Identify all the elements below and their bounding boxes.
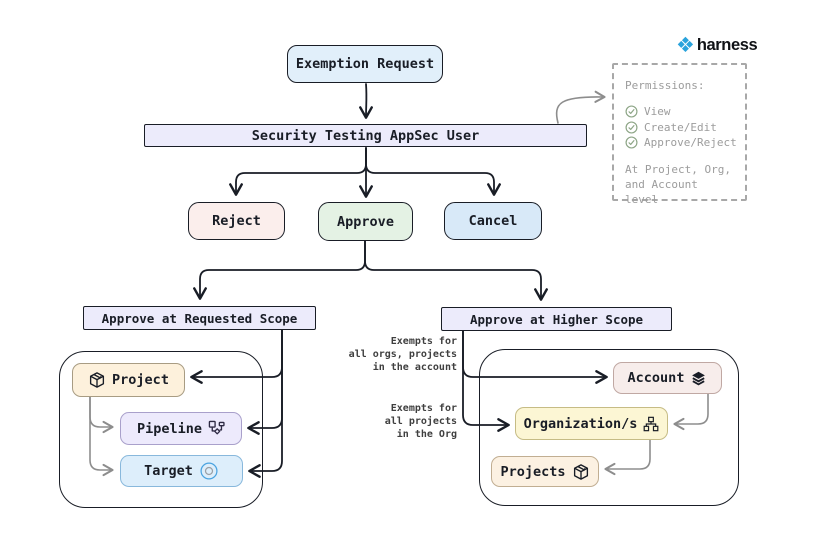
org-chart-icon bbox=[643, 416, 659, 431]
permission-item-label: Create/Edit bbox=[644, 120, 717, 134]
check-circle-icon bbox=[625, 105, 638, 118]
org-scope-note: Exempts for all projects in the Org bbox=[384, 403, 457, 440]
pipeline-node: Pipeline bbox=[120, 412, 242, 445]
harness-logo: ❖ harness bbox=[676, 33, 758, 57]
permissions-footer: At Project, Org, and Account level bbox=[625, 162, 731, 206]
reject-node: Reject bbox=[188, 202, 285, 240]
permission-item-view: View bbox=[625, 104, 737, 120]
target-icon bbox=[200, 462, 218, 480]
project-node: Project bbox=[72, 363, 185, 397]
permission-item-label: Approve/Reject bbox=[644, 136, 737, 149]
cancel-label: Cancel bbox=[468, 213, 518, 229]
permission-item-create-edit: Create/Edit bbox=[625, 120, 737, 136]
projects-label: Projects bbox=[500, 463, 566, 480]
target-label: Target bbox=[144, 463, 193, 479]
higher-scope-container bbox=[479, 349, 739, 506]
requested-scope-title: Approve at Requested Scope bbox=[101, 310, 298, 326]
check-circle-icon bbox=[625, 121, 638, 134]
cube-icon bbox=[89, 372, 105, 388]
account-label: Account bbox=[627, 370, 685, 386]
higher-scope-title: Approve at Higher Scope bbox=[469, 311, 644, 327]
permission-item-label: View bbox=[644, 105, 671, 118]
exemption-request-node: Exemption Request bbox=[287, 45, 443, 83]
approve-label: Approve bbox=[337, 213, 394, 230]
layers-icon bbox=[692, 371, 706, 385]
cancel-node: Cancel bbox=[444, 202, 542, 240]
cube-icon bbox=[573, 463, 588, 480]
organization-node: Organization/s bbox=[515, 407, 668, 440]
pipeline-label: Pipeline bbox=[136, 420, 203, 437]
account-node: Account bbox=[613, 362, 722, 394]
exemption-request-label: Exemption Request bbox=[295, 56, 435, 72]
appsec-user-label: Security Testing AppSec User bbox=[251, 127, 480, 144]
target-node: Target bbox=[120, 455, 243, 487]
higher-scope-header: Approve at Higher Scope bbox=[441, 307, 672, 331]
harness-logo-text: harness bbox=[696, 36, 758, 54]
check-circle-icon bbox=[625, 136, 638, 149]
account-scope-note: Exempts for all orgs, projects in the ac… bbox=[348, 336, 457, 373]
approve-node: Approve bbox=[318, 202, 413, 241]
permissions-title: Permissions: bbox=[625, 79, 705, 92]
requested-scope-header: Approve at Requested Scope bbox=[83, 306, 316, 330]
pipeline-icon bbox=[208, 420, 225, 435]
projects-node: Projects bbox=[491, 456, 599, 487]
harness-logo-icon: ❖ bbox=[676, 33, 695, 57]
organization-label: Organization/s bbox=[523, 415, 638, 432]
appsec-user-node: Security Testing AppSec User bbox=[144, 124, 587, 147]
permissions-panel: Permissions: View Create/Edit Approve/Re… bbox=[612, 63, 747, 206]
reject-label: Reject bbox=[212, 213, 261, 229]
project-label: Project bbox=[112, 372, 169, 388]
requested-scope-container bbox=[59, 351, 263, 508]
permission-item-approve-reject: Approve/Reject bbox=[625, 135, 737, 151]
